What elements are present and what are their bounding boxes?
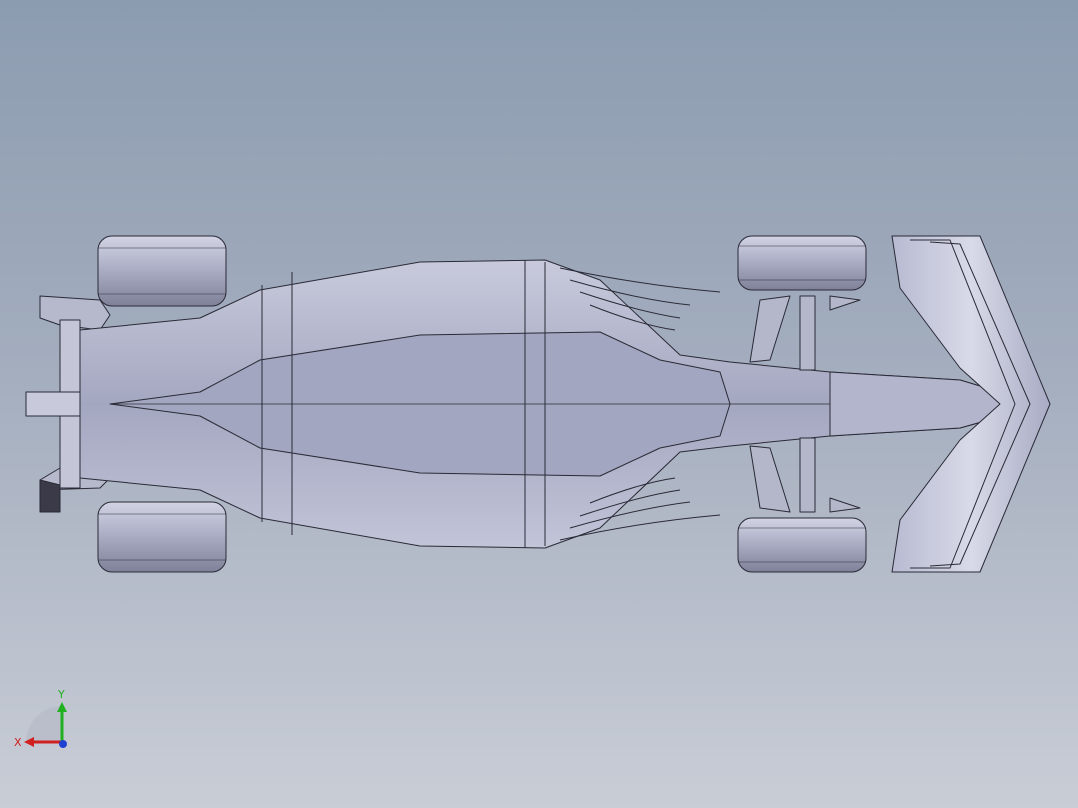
z-axis-dot (59, 740, 67, 748)
orientation-triad: Y X (14, 688, 67, 749)
rear-right-tire (97, 501, 227, 573)
sidepod-fins (261, 260, 721, 548)
rear-left-tire (97, 235, 227, 307)
front-suspension (749, 295, 861, 513)
x-axis-label: X (14, 736, 22, 749)
front-left-tire (737, 235, 867, 291)
front-wing (891, 235, 1051, 573)
y-axis-label: Y (57, 688, 65, 701)
front-right-tire (737, 517, 867, 573)
